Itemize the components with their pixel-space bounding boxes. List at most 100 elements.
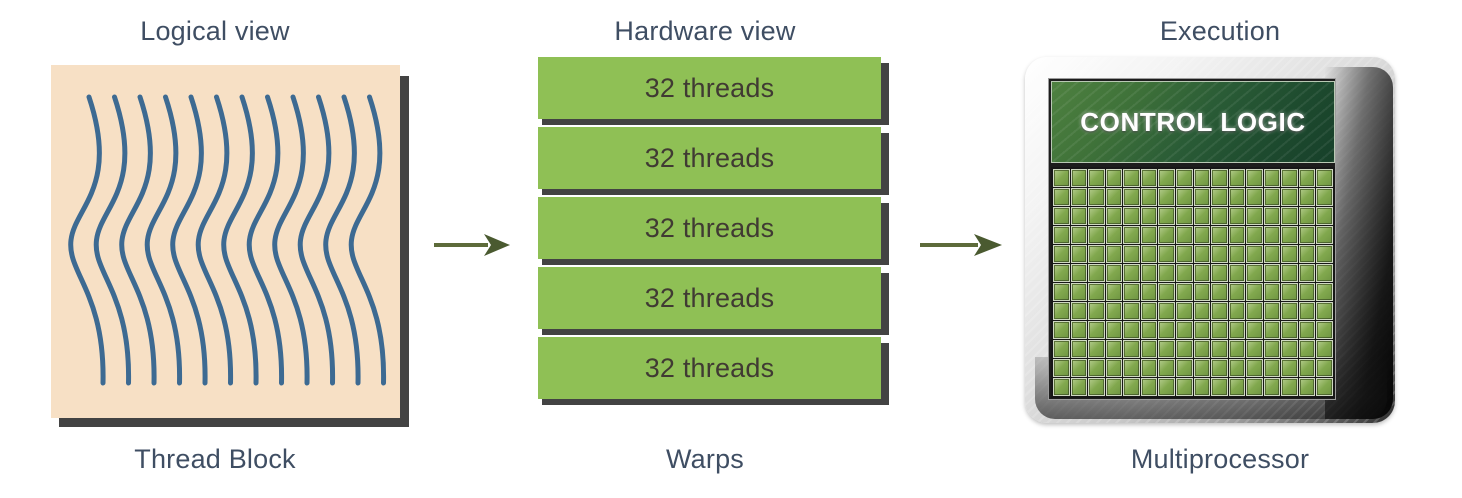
core-cell — [1263, 340, 1281, 358]
thread-curve — [272, 94, 310, 386]
core-cell — [1298, 226, 1316, 244]
core-cell — [1070, 226, 1088, 244]
core-cell — [1298, 264, 1316, 282]
warp-label: 32 threads — [644, 212, 775, 243]
warp-shadow-bottom — [542, 118, 889, 125]
core-cell — [1263, 302, 1281, 320]
core-cell — [1246, 226, 1263, 244]
core-cell — [1263, 188, 1281, 206]
core-cell — [1070, 340, 1088, 358]
core-cell — [1316, 226, 1333, 244]
core-cell — [1193, 188, 1211, 206]
core-cell — [1316, 340, 1333, 358]
core-cell — [1228, 321, 1246, 339]
warp-bar: 32 threads — [538, 337, 881, 399]
thread-curve — [221, 94, 259, 386]
core-cell — [1193, 283, 1211, 301]
core-cell — [1123, 188, 1140, 206]
core-cell — [1158, 264, 1175, 282]
core-cell — [1193, 264, 1211, 282]
thread-curve — [297, 94, 336, 386]
core-cell — [1140, 302, 1158, 320]
arrow-hardware-to-execution — [918, 228, 1004, 267]
core-cell — [1158, 226, 1175, 244]
core-cell — [1281, 188, 1298, 206]
core-cell — [1105, 226, 1123, 244]
core-cell — [1298, 188, 1316, 206]
core-cell — [1175, 302, 1193, 320]
core-cell — [1211, 188, 1228, 206]
thread-curve — [144, 94, 183, 386]
core-cell — [1298, 302, 1316, 320]
warps-label: Warps — [665, 444, 744, 474]
core-cell — [1105, 245, 1123, 263]
panel-execution-view: Execution CONTROL LOGIC Multiprocessor — [1000, 0, 1462, 498]
thread-block-shadow-bottom — [59, 418, 409, 427]
core-cell — [1158, 188, 1175, 206]
core-cell — [1070, 283, 1088, 301]
core-cell — [1053, 188, 1070, 206]
warp-bar: 32 threads — [538, 57, 881, 119]
core-cell — [1105, 302, 1123, 320]
core-cell — [1175, 264, 1193, 282]
core-cell — [1211, 226, 1228, 244]
warp-label: 32 threads — [644, 282, 775, 313]
core-cell — [1053, 340, 1070, 358]
core-cell — [1228, 302, 1246, 320]
core-cell — [1263, 283, 1281, 301]
core-cell — [1228, 169, 1246, 187]
arrow-logical-to-hardware — [432, 228, 512, 267]
core-cell — [1088, 340, 1105, 358]
chip-outer-frame: CONTROL LOGIC — [1025, 57, 1395, 423]
core-cell — [1140, 359, 1158, 377]
logical-view-title: Logical view — [140, 16, 290, 46]
core-cell — [1228, 245, 1246, 263]
core-cell — [1298, 245, 1316, 263]
core-cell — [1140, 169, 1158, 187]
core-cell — [1246, 169, 1263, 187]
core-cell — [1193, 321, 1211, 339]
core-cell — [1246, 245, 1263, 263]
core-cell — [1246, 378, 1263, 396]
warp-label: 32 threads — [644, 72, 775, 103]
core-cell — [1316, 321, 1333, 339]
core-cell — [1298, 321, 1316, 339]
thread-curve — [348, 94, 387, 386]
core-cell — [1298, 340, 1316, 358]
core-cell — [1246, 359, 1263, 377]
core-cell — [1175, 226, 1193, 244]
core-cell — [1123, 283, 1140, 301]
core-cell — [1193, 340, 1211, 358]
thread-curve — [93, 94, 132, 386]
core-cell — [1228, 378, 1246, 396]
core-cell — [1105, 321, 1123, 339]
warp-row: 32 threads — [538, 57, 889, 125]
core-cell — [1070, 245, 1088, 263]
warp-label: 32 threads — [644, 352, 775, 383]
core-cell — [1123, 226, 1140, 244]
core-cell — [1088, 169, 1105, 187]
core-cell — [1298, 169, 1316, 187]
core-cell — [1140, 226, 1158, 244]
core-cell — [1158, 207, 1175, 225]
warp-row: 32 threads — [538, 197, 889, 265]
core-cell — [1263, 378, 1281, 396]
core-cell — [1105, 283, 1123, 301]
core-cell — [1298, 207, 1316, 225]
core-cell — [1053, 321, 1070, 339]
warp-bar: 32 threads — [538, 197, 881, 259]
core-cell — [1246, 207, 1263, 225]
core-cell — [1088, 188, 1105, 206]
core-cell — [1246, 340, 1263, 358]
core-cell — [1140, 245, 1158, 263]
warp-bar: 32 threads — [538, 267, 881, 329]
core-cell — [1263, 226, 1281, 244]
core-cell — [1316, 283, 1333, 301]
core-cell — [1070, 302, 1088, 320]
core-cell — [1281, 245, 1298, 263]
core-cell — [1158, 169, 1175, 187]
core-cell — [1281, 321, 1298, 339]
core-cell — [1193, 207, 1211, 225]
